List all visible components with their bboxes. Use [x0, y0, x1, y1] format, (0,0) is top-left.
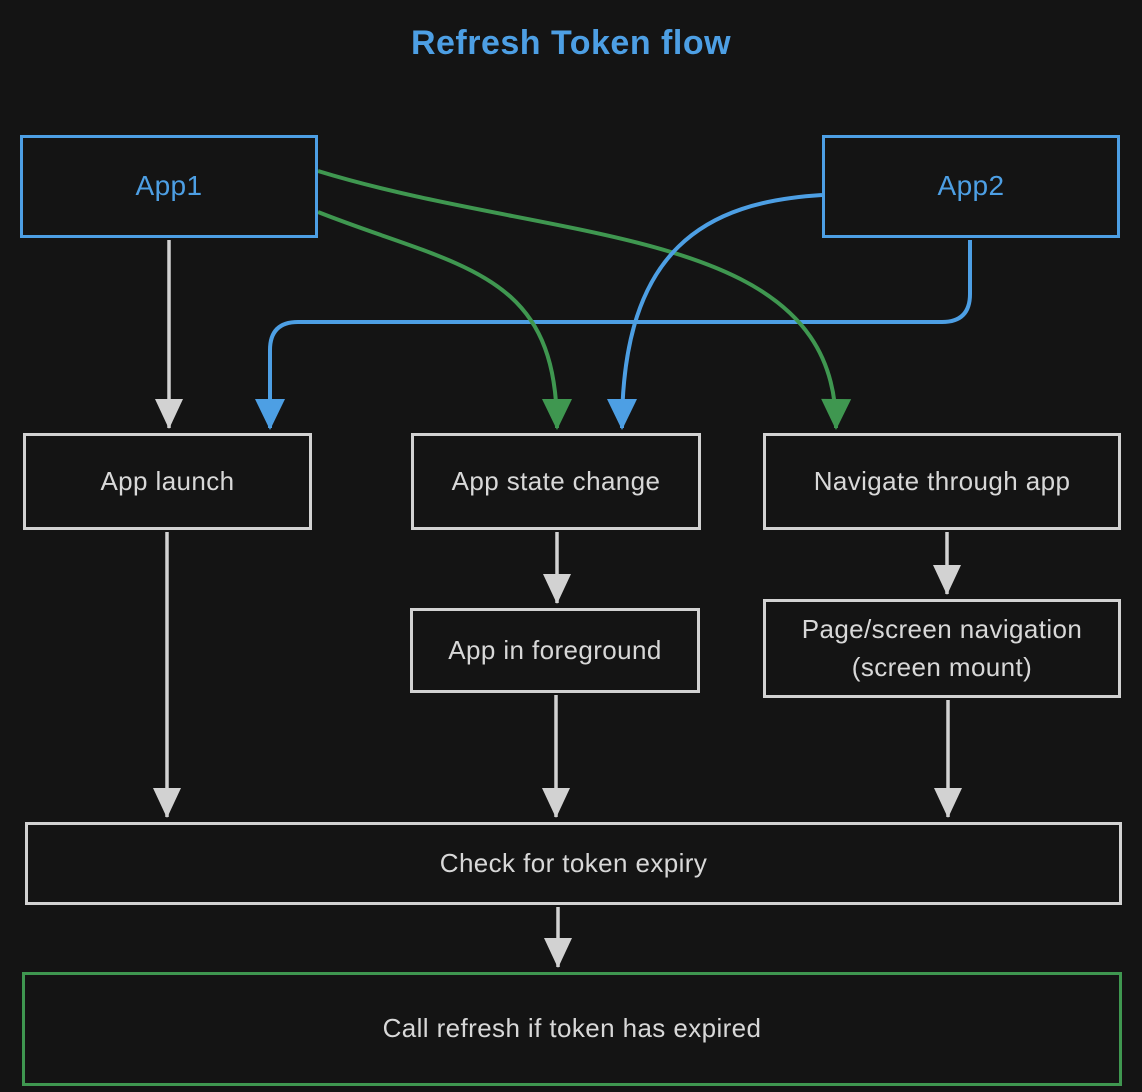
diagram-title: Refresh Token flow [410, 24, 732, 62]
node-app-state-change-label: App state change [451, 465, 661, 496]
node-app-in-foreground: App in foreground [410, 608, 700, 693]
node-page-screen-navigation-line2: (screen mount) [851, 651, 1033, 682]
node-app-launch: App launch [23, 433, 312, 530]
node-page-screen-navigation: Page/screen navigation (screen mount) [763, 599, 1121, 698]
node-app1: App1 [20, 135, 318, 238]
edge-app2-to-app-state-change [607, 193, 823, 430]
node-app-launch-label: App launch [100, 465, 235, 496]
node-navigate-through-app: Navigate through app [763, 433, 1121, 530]
node-app-state-change: App state change [411, 433, 701, 530]
node-page-screen-navigation-line1: Page/screen navigation [801, 613, 1083, 644]
edge-app1-to-app-state-change [317, 210, 572, 430]
node-check-token-expiry: Check for token expiry [25, 822, 1122, 905]
node-call-refresh: Call refresh if token has expired [22, 972, 1122, 1086]
node-app2: App2 [822, 135, 1120, 238]
node-call-refresh-label: Call refresh if token has expired [382, 1013, 762, 1044]
edge-app2-to-app-launch [255, 240, 972, 430]
node-check-token-expiry-label: Check for token expiry [439, 847, 708, 878]
node-app2-label: App2 [937, 170, 1005, 202]
node-app1-label: App1 [135, 170, 203, 202]
edge-app1-to-navigate-through-app [317, 169, 852, 430]
node-navigate-through-app-label: Navigate through app [813, 465, 1071, 496]
node-app-in-foreground-label: App in foreground [448, 634, 662, 665]
